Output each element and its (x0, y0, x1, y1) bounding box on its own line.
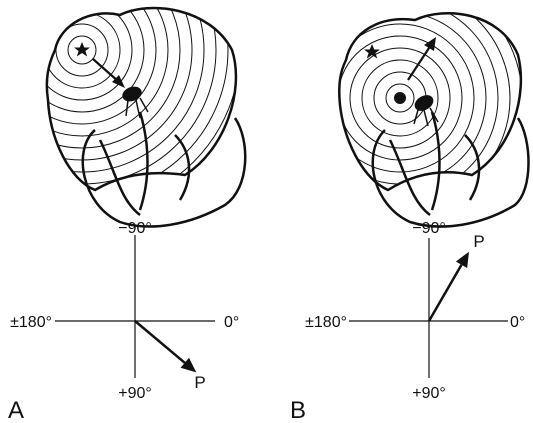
axis-diagram-a: −90° ±180° 0° +90° P A (8, 220, 239, 423)
p-vector-b (429, 252, 469, 321)
label-minus-90-a: −90° (118, 220, 152, 237)
vector-label-b: P (473, 232, 484, 251)
activation-arrow-head-b (424, 37, 436, 51)
atrial-activation-wavefronts-a (0, 0, 240, 208)
atrial-activation-wavefronts-b (266, 0, 533, 232)
label-plus-90-b: +90° (412, 385, 446, 402)
septum-right-b (432, 112, 440, 210)
label-plus-minus-180-a: ±180° (10, 314, 52, 331)
septum-right-a (140, 112, 148, 210)
sinus-node-star-a (74, 42, 90, 57)
p-vector-shaft (429, 265, 462, 321)
heart-b (266, 0, 533, 232)
activation-arrow-b (408, 45, 431, 80)
label-minus-90-b: −90° (412, 220, 446, 237)
p-vector-a (135, 321, 196, 372)
panel-letter-b: B (290, 397, 306, 423)
panel-letter-a: A (8, 397, 24, 423)
ectopic-focus-b (394, 92, 406, 104)
vector-label-a: P (194, 373, 205, 392)
activation-arrow-a (93, 59, 119, 82)
septum-left-a (100, 140, 140, 215)
axis-diagram-b: −90° ±180° 0° +90° P B (290, 220, 525, 423)
label-0-a: 0° (224, 314, 239, 331)
p-vector-shaft (135, 321, 185, 363)
label-plus-minus-180-b: ±180° (305, 314, 347, 331)
heart-a (0, 0, 245, 227)
label-plus-90-a: +90° (118, 385, 152, 402)
label-0-b: 0° (510, 314, 525, 331)
inner-septum-b (465, 135, 479, 200)
septum-left-b (390, 140, 430, 215)
